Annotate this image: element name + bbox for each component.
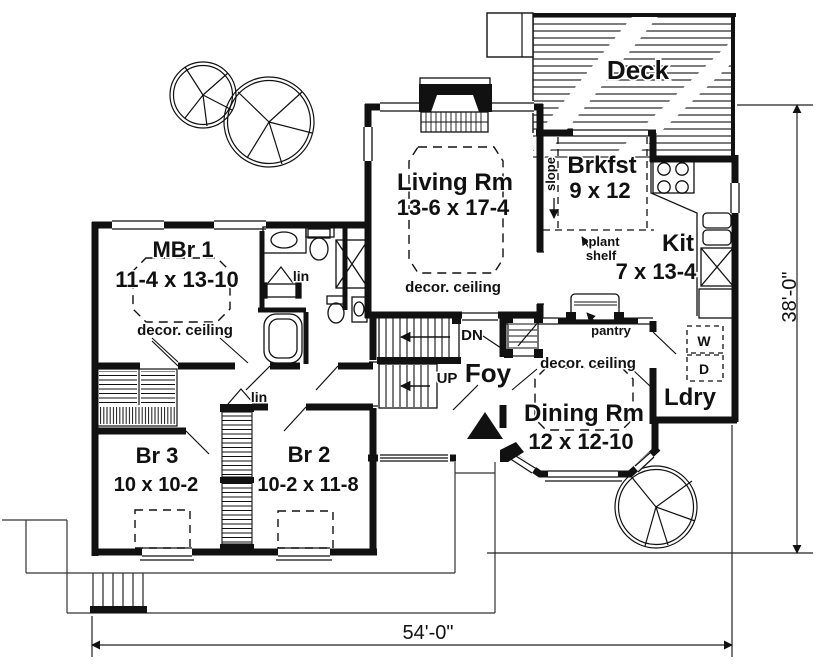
deck: Deck (486, 12, 736, 160)
br2-size: 10-2 x 11-8 (257, 474, 358, 496)
hearth (420, 111, 489, 133)
brkfst-size: 9 x 12 (569, 178, 630, 203)
stairs-down-label: DN (461, 327, 483, 344)
foyer-pointer-line (452, 384, 479, 411)
cabinet (305, 225, 335, 238)
room-labels: Living Rm 13-6 x 17-4 decor. ceiling Brk… (112, 151, 698, 498)
dryer-label: D (699, 361, 709, 377)
mbr1-ceiling: decor. ceiling (137, 322, 233, 339)
dining-ceiling: decor. ceiling (540, 355, 636, 372)
entry-steps (90, 573, 147, 613)
decor-ceiling-outline (132, 146, 634, 431)
foyer: Foy (452, 314, 543, 462)
door-swings (151, 266, 677, 455)
bathtub (263, 313, 303, 364)
living-name: Living Rm (397, 169, 513, 196)
tree-icon (614, 465, 698, 549)
stairs-pointer-line (482, 335, 505, 351)
laundry-label: Ldry (664, 384, 717, 411)
br3-size: 10 x 10-2 (114, 474, 199, 496)
closet-x (335, 239, 369, 289)
double-sink (702, 212, 732, 246)
kit-size: 7 x 13-4 (616, 259, 697, 284)
dimension-lines (91, 104, 813, 657)
mbr1-size: 11-4 x 13-10 (115, 267, 239, 292)
br2-name: Br 2 (288, 442, 331, 467)
refrigerator (698, 288, 734, 319)
br3-name: Br 3 (136, 443, 179, 468)
deck-label: Deck (607, 55, 670, 85)
bay-window (508, 451, 655, 482)
foyer-label: Foy (465, 358, 512, 388)
depth-dimension: 38'-0" (779, 272, 801, 323)
foyer-closet (504, 314, 543, 358)
kit-name: Kit (662, 230, 694, 257)
window (112, 101, 741, 561)
mbr-wardrobe (96, 368, 178, 427)
mbr1-name: MBr 1 (152, 237, 213, 262)
linen-hall-label: lin (251, 389, 267, 405)
toilet (326, 295, 347, 324)
slope-label: slope (543, 157, 558, 191)
interior-walls (258, 222, 348, 364)
range-stove (652, 159, 695, 194)
counter-edge (650, 160, 698, 316)
deck-storage-box (486, 12, 534, 58)
plant-shelf-label-2: shelf (586, 248, 617, 263)
living-size: 13-6 x 17-4 (397, 195, 510, 220)
stairs-up-label: UP (437, 370, 458, 387)
living-ceiling: decor. ceiling (405, 279, 501, 296)
staircase (377, 316, 461, 409)
plant-shelf-arrow (581, 236, 591, 249)
pantry-label: pantry (591, 323, 632, 338)
washer-label: W (697, 333, 711, 349)
closet-dashed-outline (134, 509, 334, 549)
pantry (566, 293, 624, 325)
entry-corner (500, 442, 524, 462)
dining-size: 12 x 12-10 (528, 429, 633, 454)
dishwasher-x (700, 247, 734, 287)
patio-outline (2, 462, 496, 614)
bathroom-fixtures (261, 225, 369, 364)
linen-bath-label: lin (293, 268, 309, 284)
toilet (307, 228, 331, 261)
width-dimension: 54'-0" (403, 622, 454, 644)
brkfst-name: Brkfst (567, 152, 636, 179)
entry-arrow (467, 412, 503, 439)
dining-name: Dining Rm (524, 400, 644, 427)
plant-shelf-label-1: plant (588, 234, 620, 249)
bedroom-closet-strip (220, 404, 254, 552)
kitchen-fixtures (650, 159, 734, 319)
fireplace (419, 77, 492, 133)
tree-icon (169, 61, 237, 129)
vanity-sink (262, 226, 307, 254)
ceiling-pointer-lines (151, 337, 653, 391)
sink (351, 296, 368, 323)
washer-dryer (686, 325, 724, 382)
linen-shelf (261, 282, 302, 299)
tree-icon (223, 76, 315, 168)
